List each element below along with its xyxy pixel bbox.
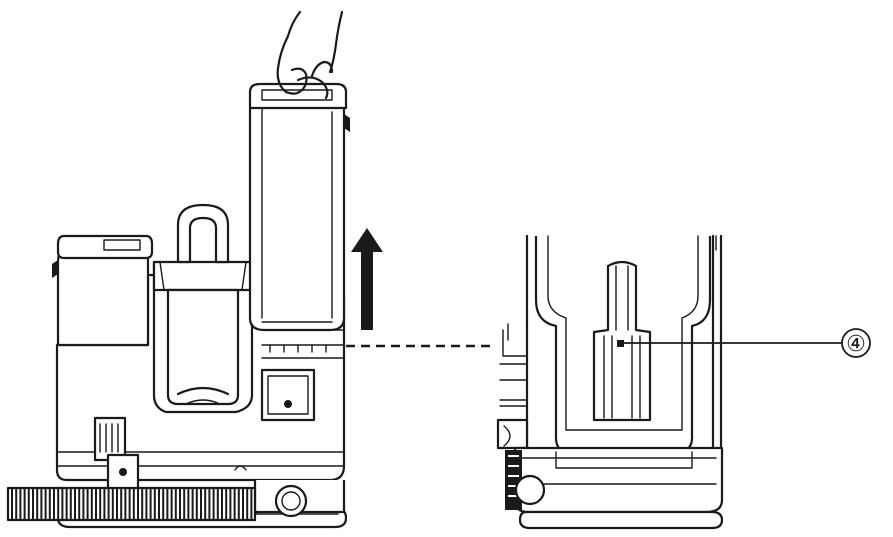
side-control-panel: [260, 368, 316, 422]
detail-view-cradle: [496, 234, 724, 530]
hose-knob: [274, 484, 308, 518]
callout-4: ④: [624, 328, 871, 358]
clean-water-tank: [52, 234, 154, 347]
tank-cradle: [152, 203, 254, 414]
flexible-hose: [6, 486, 257, 522]
callout-number: ④: [846, 332, 866, 357]
dirty-water-tank-raised: [248, 82, 350, 332]
hand-icon: [276, 10, 344, 100]
lift-up-arrow-icon: [351, 228, 383, 330]
